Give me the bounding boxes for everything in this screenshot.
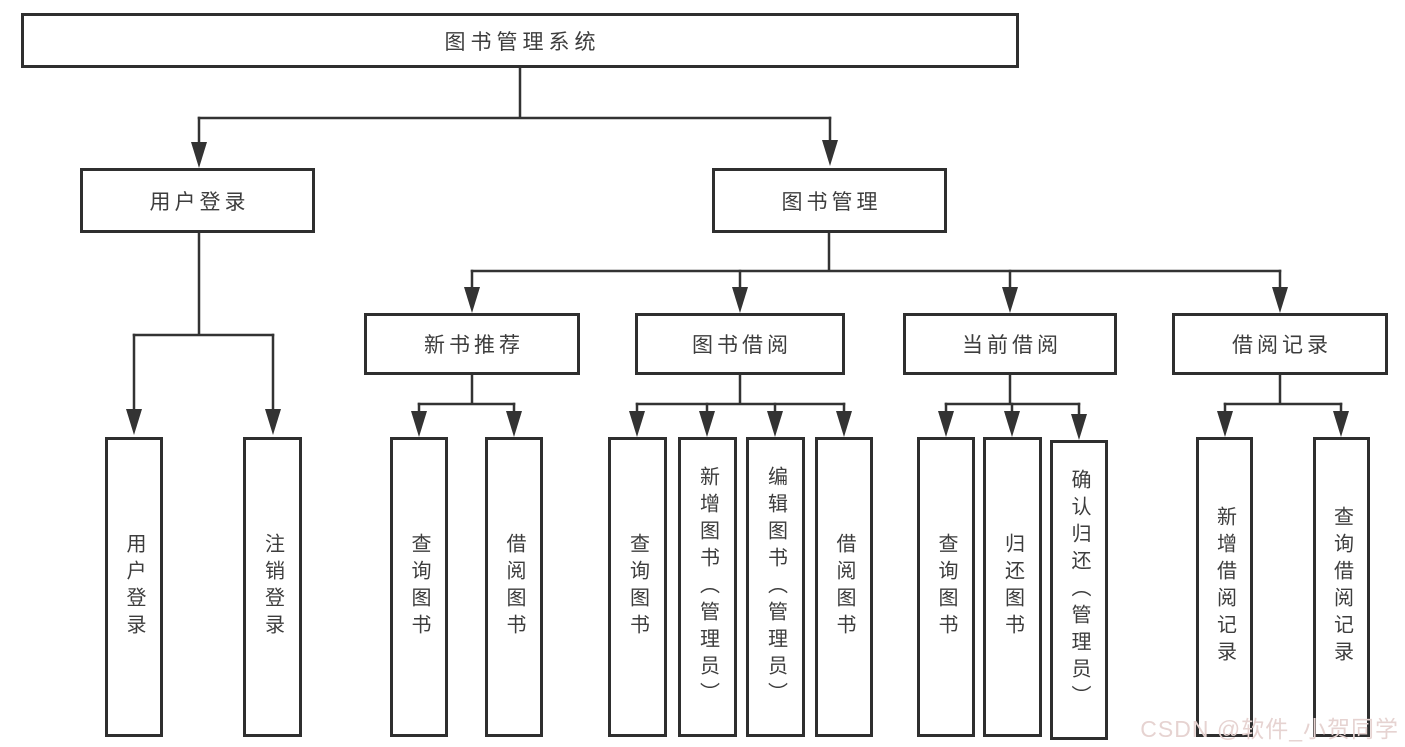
connector-root-to-level2 — [197, 68, 832, 146]
arrowheads-level2 — [191, 140, 838, 168]
leaf-user-login: 用户登录 — [105, 437, 163, 737]
connector-new-book-children — [417, 375, 516, 415]
node-current-borrow: 当前借阅 — [903, 313, 1117, 375]
node-label: 归还图书 — [1001, 533, 1024, 641]
leaf-confirm-return-admin: 确认归还（管理员） — [1050, 440, 1108, 740]
node-label: 查询图书 — [626, 533, 649, 641]
arrowheads-new-book-children — [411, 411, 522, 437]
node-label: 新书推荐 — [424, 334, 524, 357]
leaf-query-books-recommend: 查询图书 — [390, 437, 448, 737]
node-new-book-recommend: 新书推荐 — [364, 313, 580, 375]
node-label: 用户登录 — [149, 190, 250, 214]
leaf-edit-books-admin: 编辑图书（管理员） — [746, 437, 805, 737]
node-label: 查询图书 — [408, 533, 430, 641]
node-user-login: 用户登录 — [80, 168, 315, 233]
leaf-query-books-borrow: 查询图书 — [608, 437, 667, 737]
node-borrow-record: 借阅记录 — [1172, 313, 1388, 375]
leaf-return-books: 归还图书 — [983, 437, 1042, 737]
connector-book-borrow-children — [635, 375, 846, 415]
leaf-add-books-admin: 新增图书（管理员） — [678, 437, 737, 737]
arrowheads-user-login-children — [126, 409, 281, 435]
node-label: 借阅图书 — [833, 533, 855, 641]
connector-book-management-level3 — [470, 233, 1282, 291]
node-root-library-system: 图书管理系统 — [21, 13, 1019, 68]
leaf-logout: 注销登录 — [243, 437, 302, 737]
arrowheads-current-borrow-children — [938, 411, 1087, 440]
node-label: 新增图书（管理员） — [696, 465, 719, 709]
leaf-add-borrow-record: 新增借阅记录 — [1196, 437, 1253, 737]
node-label: 用户登录 — [123, 533, 145, 641]
node-label: 确认归还（管理员） — [1068, 468, 1090, 712]
node-label: 图书管理 — [781, 190, 882, 214]
node-book-management: 图书管理 — [712, 168, 947, 233]
arrowheads-level3 — [464, 287, 1288, 313]
node-label: 查询借阅记录 — [1330, 506, 1353, 668]
arrowheads-book-borrow-children — [629, 411, 852, 437]
node-label: 编辑图书（管理员） — [764, 465, 787, 709]
leaf-borrow-books: 借阅图书 — [815, 437, 873, 737]
leaf-query-borrow-record: 查询借阅记录 — [1313, 437, 1370, 737]
arrowheads-borrow-record-children — [1217, 411, 1349, 437]
node-label: 新增借阅记录 — [1213, 506, 1236, 668]
leaf-query-books-current: 查询图书 — [917, 437, 975, 737]
node-label: 图书管理系统 — [444, 30, 601, 54]
connector-borrow-record-children — [1223, 375, 1343, 415]
node-label: 借阅图书 — [503, 533, 525, 641]
leaf-borrow-books-recommend: 借阅图书 — [485, 437, 543, 737]
node-book-borrow: 图书借阅 — [635, 313, 845, 375]
node-label: 当前借阅 — [962, 334, 1062, 357]
node-label: 图书借阅 — [692, 334, 792, 357]
csdn-watermark: CSDN @软件_小贺同学 — [1140, 716, 1399, 742]
node-label: 注销登录 — [261, 533, 284, 641]
node-label: 查询图书 — [935, 533, 957, 641]
connector-user-login-children — [132, 233, 275, 413]
node-label: 借阅记录 — [1232, 334, 1332, 357]
